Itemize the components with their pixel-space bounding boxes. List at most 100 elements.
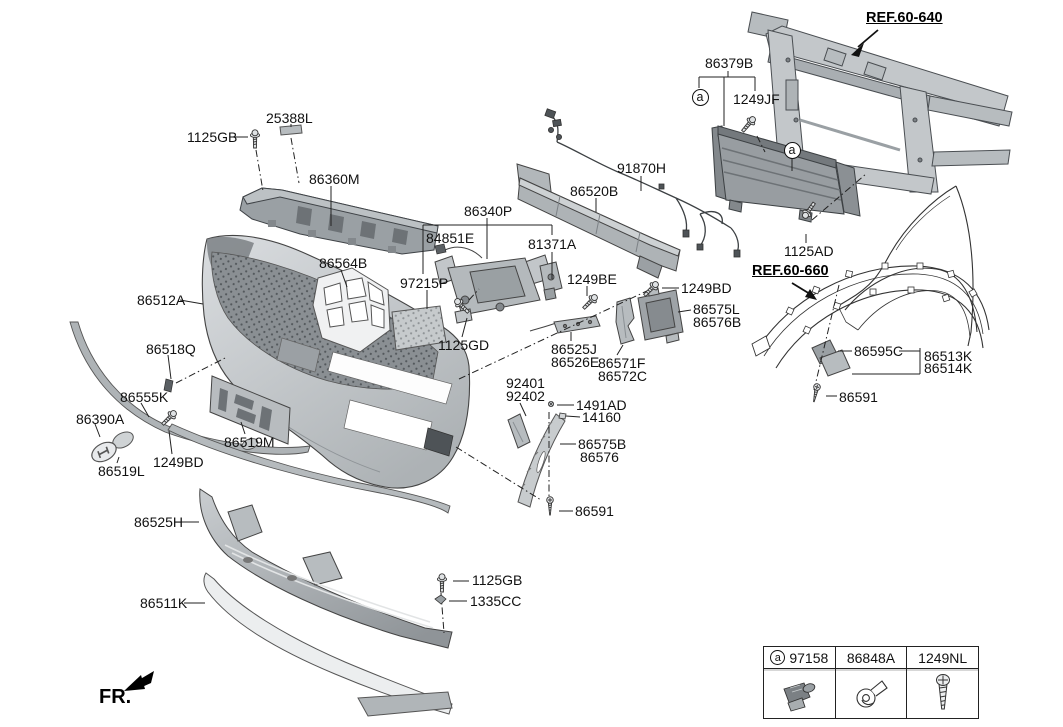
- part-label-86575l: 86575L: [693, 301, 740, 317]
- ref-label-ref-60-660: REF.60-660: [752, 263, 829, 279]
- callout-a-marker: a: [691, 88, 709, 106]
- legend-part-number: 97158: [789, 649, 829, 666]
- cover-pad-97215p: [391, 305, 447, 351]
- legend-cell-97158: [764, 669, 836, 718]
- wheel-arch-molding-86513k-86514k: [751, 262, 990, 369]
- grille-frame-86564b: [312, 267, 391, 353]
- bracket-81371a: [539, 261, 563, 301]
- part-label-1491ad: 1491AD: [576, 397, 627, 413]
- part-label-1335cc: 1335CC: [470, 593, 522, 609]
- ref-label-ref-60-640: REF.60-640: [866, 10, 943, 26]
- part-label-91870h: 91870H: [617, 160, 667, 176]
- part-label-86512a: 86512A: [137, 292, 186, 308]
- license-plate-bracket-86519m: [209, 375, 291, 445]
- legend-header-97158: a 97158: [764, 647, 836, 668]
- legend-table: a 97158 86848A 1249NL: [763, 646, 979, 719]
- legend-header-1249nl: 1249NL: [907, 647, 978, 668]
- part-label-1249bd: 1249BD: [153, 454, 204, 470]
- bolt-1249jf-icon: [738, 113, 759, 135]
- part-label-1249be: 1249BE: [567, 271, 617, 287]
- part-label-92401: 92401: [506, 375, 545, 391]
- front-lip-86511k: [203, 572, 453, 717]
- clip-1335cc-icon: [434, 594, 447, 605]
- bolt-1125gb-lower-icon: [436, 573, 448, 593]
- ref-60-640-arrow-icon: [851, 29, 879, 57]
- callout-a-marker: a: [770, 650, 786, 665]
- part-label-86340p: 86340P: [464, 203, 513, 219]
- radiator-support-ref-60-640: [738, 11, 1013, 195]
- part-label-1125gd: 1125GD: [438, 337, 490, 353]
- part-label-86591: 86591: [839, 389, 878, 405]
- part-label-86390a: 86390A: [76, 411, 125, 427]
- assembly-axis-lines: [175, 135, 867, 634]
- part-label-1125ad: 1125AD: [784, 243, 834, 259]
- fr-direction-arrow-icon: [124, 671, 154, 691]
- bolt-1125gb-icon: [249, 129, 261, 149]
- part-label-84851e: 84851E: [426, 230, 475, 246]
- lower-bumper-cover-86525h: [199, 488, 453, 649]
- part-label-86519l: 86519L: [98, 463, 145, 479]
- tapping-screw-icon: [935, 673, 950, 709]
- part-label-97215p: 97215P: [400, 275, 449, 291]
- ref-60-660-arrow-icon: [791, 282, 817, 300]
- part-label-86511k: 86511K: [140, 595, 188, 611]
- clip-84851e-icon: [434, 243, 447, 255]
- part-label-1249jf: 1249JF: [733, 91, 780, 107]
- legend-header-86848a: 86848A: [836, 647, 908, 668]
- callout-a-marker: a: [783, 141, 801, 159]
- part-label-14160: 14160: [582, 409, 621, 425]
- part-label-86513k: 86513K: [924, 348, 973, 364]
- part-label-25388l: 25388L: [266, 110, 313, 126]
- hyundai-emblem-86390a: [91, 441, 117, 463]
- bumper-upper-cover-86360m: [239, 187, 439, 255]
- part-label-86591: 86591: [575, 503, 614, 519]
- clip-14160-icon: [558, 412, 567, 420]
- bracket-86595c: [811, 339, 851, 377]
- part-label-86520b: 86520B: [570, 183, 619, 199]
- fender-ref-60-660: [837, 185, 978, 347]
- active-air-flap-86379b: [711, 125, 861, 223]
- clip-86518q-icon: [163, 378, 174, 393]
- part-label-86575b: 86575B: [578, 436, 627, 452]
- part-label-86525j: 86525J: [551, 341, 597, 357]
- screw-86591-mid-icon: [546, 496, 554, 516]
- bracket-86571f-86572c: [615, 297, 635, 345]
- bolt-1249be-icon: [579, 291, 601, 313]
- pad-25388l: [279, 124, 303, 136]
- bracket-86575l-86576b: [637, 287, 684, 344]
- bumper-energy-absorber-86520b: [516, 163, 681, 279]
- fr-direction-label: FR.: [99, 686, 132, 708]
- part-label-1249bd: 1249BD: [681, 280, 732, 296]
- part-label-1125gb: 1125GB: [472, 572, 523, 588]
- legend-header-row: a 97158 86848A 1249NL: [764, 647, 978, 669]
- side-garnish-86575b: [517, 413, 566, 508]
- legend-cell-1249nl: [907, 669, 978, 718]
- part-label-81371a: 81371A: [528, 236, 577, 252]
- screw-86591-right-icon: [810, 382, 822, 403]
- part-label-86595c: 86595C: [854, 343, 904, 359]
- wiring-harness-91870h: [544, 108, 741, 258]
- part-label-86576b: 86576B: [693, 314, 742, 330]
- part-label-86519m: 86519M: [224, 434, 275, 450]
- sensor-bracket-assy-86340p: [434, 246, 553, 324]
- part-label-86379b: 86379B: [705, 55, 754, 71]
- bumper-molding-86555k: [69, 321, 451, 514]
- part-label-86514k: 86514K: [924, 360, 973, 376]
- part-label-86564b: 86564B: [319, 255, 368, 271]
- legend-part-number: 1249NL: [918, 649, 968, 666]
- part-label-86571f: 86571F: [598, 355, 646, 371]
- legend-part-number: 86848A: [846, 649, 896, 666]
- part-label-86518q: 86518Q: [146, 341, 196, 357]
- part-label-86360m: 86360M: [309, 171, 360, 187]
- part-label-92402: 92402: [506, 388, 545, 404]
- part-label-86555k: 86555K: [120, 389, 169, 405]
- part-label-86526e: 86526E: [551, 354, 600, 370]
- side-bracket-92401-92402: [507, 413, 531, 449]
- callout-lines: [422, 71, 921, 375]
- part-label-86576: 86576: [580, 449, 619, 465]
- bracket-86525j-86526e: [529, 315, 601, 334]
- legend-cell-86848a: [836, 669, 908, 718]
- part-label-86572c: 86572C: [598, 368, 648, 384]
